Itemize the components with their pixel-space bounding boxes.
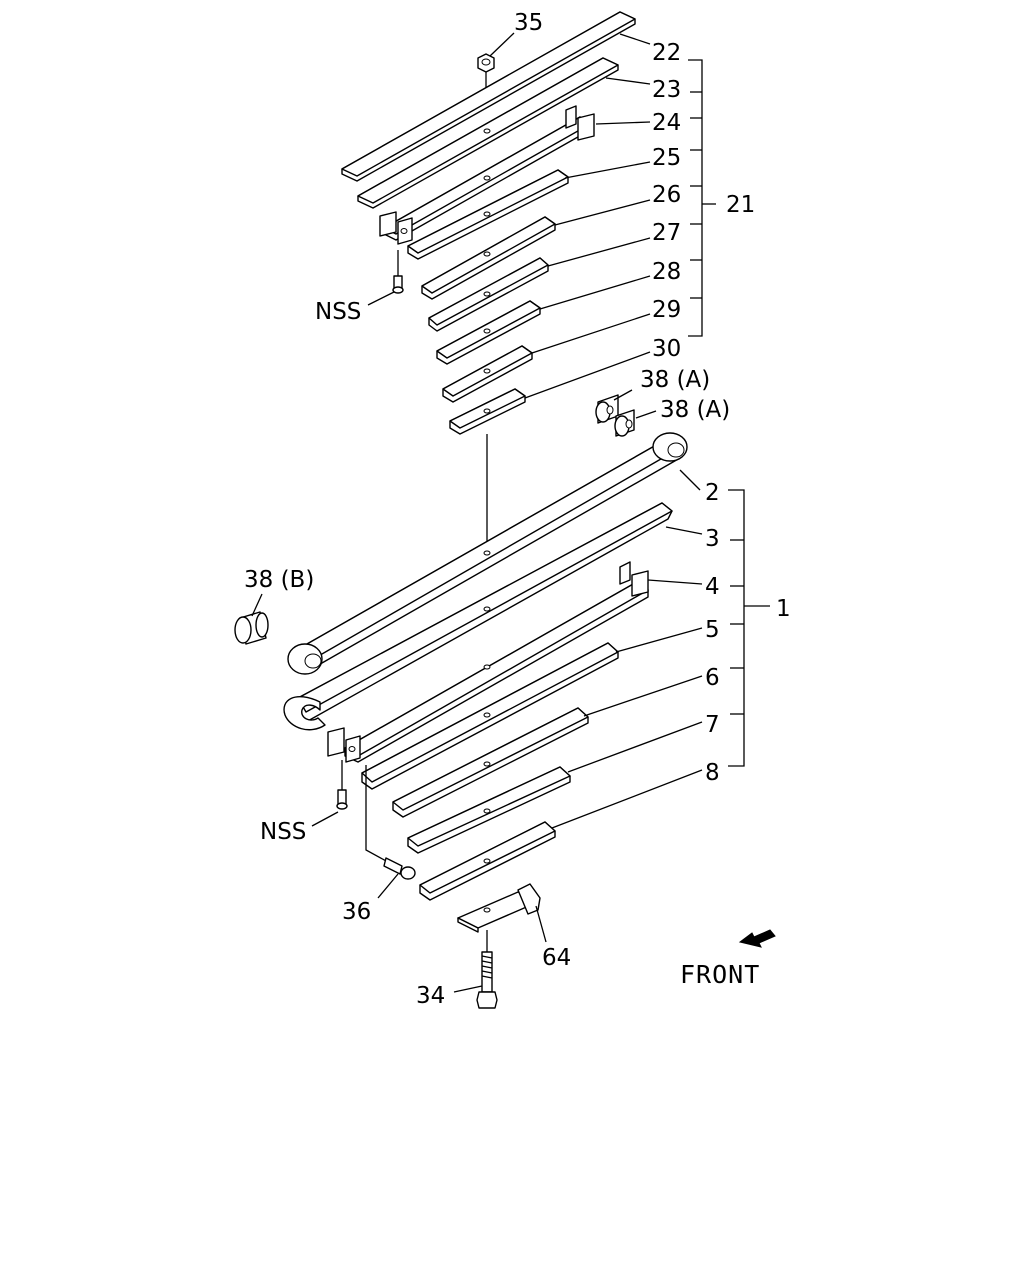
leaf-5 (361, 642, 619, 790)
label-2: 2 (705, 480, 720, 506)
label-4: 4 (705, 574, 720, 600)
callout-labels: 35 22 23 24 25 26 27 28 29 30 21 NSS 38 … (244, 10, 791, 1009)
leaf-29 (442, 345, 533, 403)
leaf-3 (283, 502, 673, 731)
label-30: 30 (652, 336, 681, 362)
bolt-36 (365, 765, 416, 880)
bushing-38a-1 (595, 394, 619, 424)
leaf-23 (357, 57, 619, 209)
label-3: 3 (705, 526, 720, 552)
leaf-4 (327, 561, 649, 763)
label-38a-2: 38 (A) (660, 397, 730, 423)
leaf-28 (436, 300, 541, 365)
bolt-nss-upper (392, 250, 404, 294)
label-29: 29 (652, 297, 681, 323)
leaf-24 (379, 105, 595, 245)
label-34: 34 (416, 983, 445, 1009)
leaf-2 (287, 432, 688, 675)
leaf-27 (428, 257, 549, 332)
label-6: 6 (705, 665, 720, 691)
lower-leaf-set (234, 394, 688, 1009)
bushing-38b (234, 611, 269, 645)
label-front: FRONT (680, 960, 760, 989)
nut-35 (477, 53, 495, 94)
label-7: 7 (705, 712, 720, 738)
leaf-6 (392, 707, 589, 818)
label-27: 27 (652, 220, 681, 246)
bolt-nss-lower (336, 760, 348, 810)
leaf-26 (421, 216, 556, 300)
label-64: 64 (542, 945, 571, 971)
label-24: 24 (652, 110, 681, 136)
bolt-34 (476, 930, 498, 1009)
label-25: 25 (652, 145, 681, 171)
label-35: 35 (514, 10, 543, 36)
label-36: 36 (342, 899, 371, 925)
bushing-38a-2 (614, 409, 635, 437)
label-1: 1 (776, 596, 791, 622)
leader-lines (251, 32, 770, 993)
leaf-8 (419, 821, 556, 901)
upper-leaf-set (341, 11, 636, 435)
label-38b: 38 (B) (244, 567, 314, 593)
leaf-25 (407, 169, 569, 260)
leaf-22 (341, 11, 636, 182)
front-arrow-icon (738, 929, 776, 948)
label-28: 28 (652, 259, 681, 285)
label-23: 23 (652, 77, 681, 103)
label-38a-1: 38 (A) (640, 367, 710, 393)
label-8: 8 (705, 760, 720, 786)
label-22: 22 (652, 40, 681, 66)
leaf-30 (449, 388, 526, 435)
plate-64 (457, 883, 541, 933)
label-nss-upper: NSS (315, 299, 361, 325)
label-21: 21 (726, 192, 755, 218)
label-26: 26 (652, 182, 681, 208)
label-nss-lower: NSS (260, 819, 306, 845)
label-5: 5 (705, 617, 720, 643)
leaf-7 (407, 766, 571, 854)
